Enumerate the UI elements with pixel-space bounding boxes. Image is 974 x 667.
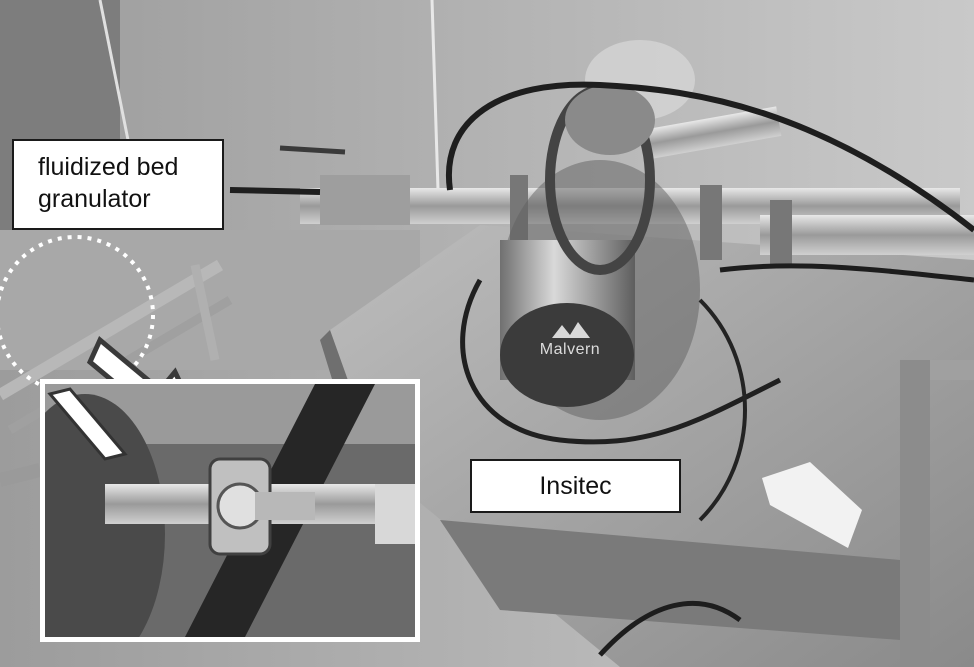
pipe-clamp	[770, 200, 792, 265]
closeup-photo	[45, 384, 415, 637]
cable	[598, 600, 742, 657]
cloth	[762, 462, 862, 548]
granulator-frame	[0, 259, 224, 401]
outlet-pipe	[760, 215, 974, 255]
upper-pipe	[638, 106, 782, 161]
nozzle	[255, 492, 315, 520]
flange-right	[375, 484, 415, 544]
cable	[698, 298, 747, 522]
granulator-frame	[190, 264, 220, 361]
pointer-arrow-tail	[47, 387, 128, 461]
cable	[445, 81, 974, 233]
label-fluidized-bed-line1: fluidized bed	[38, 153, 179, 181]
label-fluidized-bed-granulator: fluidized bed granulator	[12, 139, 224, 230]
closeup-inset	[40, 379, 420, 642]
sensor-endcap	[500, 303, 634, 407]
ball-valve	[320, 175, 410, 225]
granulator-frame	[0, 463, 42, 487]
wall-seam	[430, 0, 440, 191]
label-fluidized-bed-line2: granulator	[38, 185, 151, 213]
cable	[229, 187, 321, 195]
trolley-handle	[930, 360, 974, 380]
wall-seam	[98, 0, 130, 141]
label-insitec: Insitec	[470, 459, 681, 513]
valve-handle	[279, 145, 346, 155]
trolley-frame-right	[900, 360, 930, 667]
upper-flange	[565, 85, 655, 155]
cable	[460, 278, 782, 445]
malvern-logo-mark	[552, 322, 590, 338]
malvern-logo-text: Malvern	[539, 341, 601, 358]
granulator-vessel	[45, 394, 165, 637]
table-frame	[440, 520, 900, 640]
pipe-clamp	[700, 185, 722, 260]
cable	[719, 263, 974, 283]
